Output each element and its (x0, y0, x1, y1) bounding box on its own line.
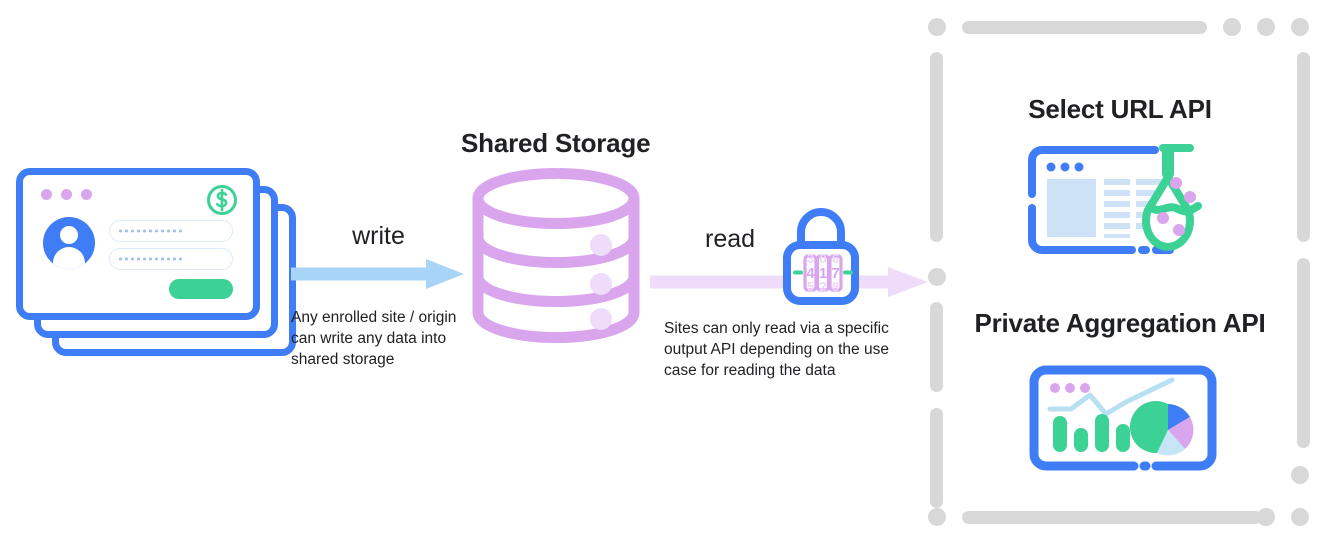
panel-dash (1291, 508, 1309, 526)
password-field-1[interactable] (109, 220, 233, 242)
svg-text:0: 0 (819, 251, 826, 266)
panel-dash (1257, 508, 1275, 526)
panel-dash (1291, 18, 1309, 36)
database-cylinder-icon (472, 168, 640, 344)
read-caption: Sites can only read via a specific outpu… (664, 320, 889, 379)
window-dots (41, 189, 92, 200)
write-caption: Any enrolled site / origin can write any… (291, 309, 457, 368)
svg-text:8: 8 (832, 279, 839, 294)
panel-dash (930, 302, 943, 392)
window-dot-2 (61, 189, 72, 200)
svg-text:7: 7 (831, 265, 839, 282)
panel-dash (930, 408, 943, 508)
browser-window-front (16, 168, 260, 320)
flask-icon (1142, 144, 1202, 251)
panel-dash (1297, 52, 1310, 242)
panel-dash (928, 508, 946, 526)
dollar-circle-icon (207, 185, 237, 215)
panel-dash (962, 21, 1207, 34)
output-apis-panel: Select URL API (920, 10, 1320, 532)
svg-text:5: 5 (807, 279, 814, 294)
svg-text:2: 2 (819, 279, 826, 294)
db-dot-2 (590, 273, 612, 295)
db-dot-1 (590, 234, 612, 256)
browser-window-flask-icon (1028, 144, 1202, 254)
avatar-head (60, 226, 78, 244)
shared-storage-title: Shared Storage (461, 128, 651, 158)
user-avatar-icon (43, 217, 95, 269)
write-arrow-icon (291, 259, 464, 289)
avatar-body (53, 247, 85, 269)
private-aggregation-api-title: Private Aggregation API (974, 308, 1266, 338)
stacked-browser-windows (16, 168, 296, 364)
svg-text:6: 6 (832, 251, 839, 266)
read-label: read (705, 225, 756, 253)
write-flow: write Any enrolled site / origin can wri… (291, 222, 466, 370)
svg-text:1: 1 (819, 265, 827, 282)
panel-dash (1291, 466, 1309, 484)
select-url-api-title: Select URL API (1028, 94, 1212, 124)
svg-text:3: 3 (807, 251, 814, 266)
db-dot-3 (590, 308, 612, 330)
password-field-2[interactable] (109, 248, 233, 270)
submit-button[interactable] (169, 279, 233, 299)
panel-dash (928, 18, 946, 36)
window-dot-1 (41, 189, 52, 200)
svg-text:4: 4 (806, 265, 815, 282)
panel-dash (962, 511, 1262, 524)
panel-dash (930, 52, 943, 242)
panel-dash (1297, 258, 1310, 448)
pie-chart (1129, 401, 1194, 456)
panel-dash (1223, 18, 1241, 36)
window-dot-3 (81, 189, 92, 200)
browser-window-charts-icon (1029, 365, 1217, 471)
panel-dash (928, 268, 946, 286)
write-label: write (352, 222, 405, 250)
panel-dash (1257, 18, 1275, 36)
password-dots (119, 257, 182, 261)
password-dots (119, 229, 182, 233)
